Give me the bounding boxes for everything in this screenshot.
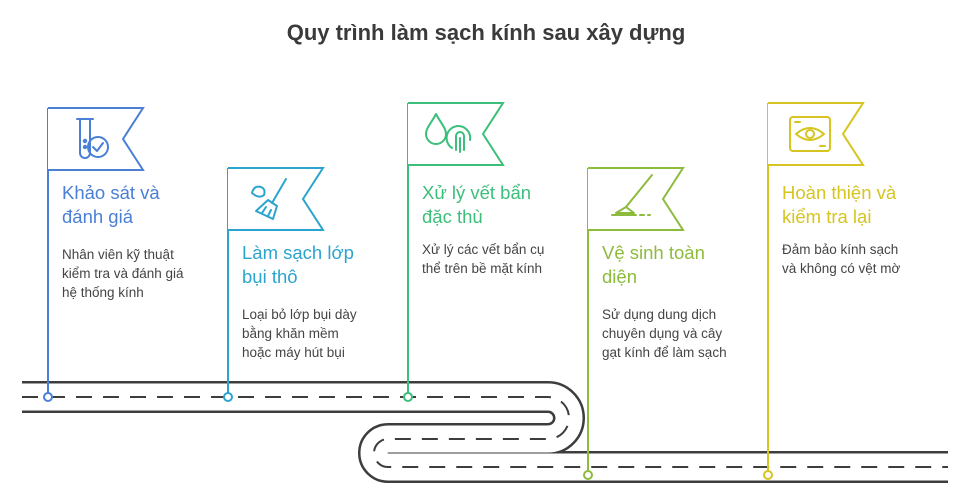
- step-title-line: diện: [602, 266, 637, 287]
- step-title-line: kiểm tra lại: [782, 206, 872, 227]
- step-description: Loại bỏ lớp bụi dày bằng khăn mềm hoặc máy…: [242, 305, 357, 362]
- step-title: Khảo sát và đánh giá: [62, 181, 160, 229]
- step-title-line: Làm sạch lớp: [242, 242, 354, 263]
- step-description-line: Loại bỏ lớp bụi dày: [242, 307, 357, 322]
- step-description-line: và không có vệt mờ: [782, 261, 901, 276]
- step-description-line: thể trên bề mặt kính: [422, 261, 543, 276]
- broom-dust-icon: [251, 178, 287, 220]
- step-description-line: Đảm bảo kính sạch: [782, 242, 899, 257]
- flag-pennant: [588, 167, 685, 231]
- step-title-line: đánh giá: [62, 206, 133, 227]
- step-title: Vệ sinh toàn diện: [602, 241, 705, 289]
- step-title-line: Hoàn thiện và: [782, 182, 897, 203]
- milestone-dot: [763, 470, 773, 480]
- eye-scan-icon: [789, 116, 831, 152]
- flag-pennant: [48, 107, 145, 171]
- step-description-line: Xử lý các vết bẩn cụ: [422, 242, 545, 257]
- step-description-line: Sử dụng dung dịch: [602, 307, 717, 322]
- step-title: Hoàn thiện và kiểm tra lại: [782, 181, 896, 229]
- step-description-line: chuyên dụng và cây: [602, 326, 723, 341]
- step-title-line: Khảo sát và: [62, 182, 160, 203]
- step-description-line: Nhân viên kỹ thuật: [62, 247, 174, 262]
- milestone-dot: [403, 392, 413, 402]
- step-description-line: bằng khăn mềm: [242, 326, 339, 341]
- milestone-dot: [43, 392, 53, 402]
- step-description: Nhân viên kỹ thuật kiểm tra và đánh giá hệ…: [62, 245, 184, 302]
- step-description: Đảm bảo kính sạch và không có vệt mờ: [782, 240, 900, 278]
- flag-pennant: [768, 102, 865, 166]
- step-description: Sử dụng dung dịch chuyên dụng và cây gạt k…: [602, 305, 727, 362]
- page-title: Quy trình làm sạch kính sau xây dựng: [286, 20, 686, 45]
- road-surface: [22, 383, 948, 481]
- drop-fingerprint-icon: [425, 113, 472, 153]
- step-description-line: hệ thống kính: [62, 285, 144, 300]
- test-tube-check-icon: [76, 118, 109, 159]
- step-title-line: Vệ sinh toàn: [602, 242, 705, 263]
- squeegee-icon: [611, 174, 653, 216]
- step-title-line: bụi thô: [242, 266, 298, 287]
- step-description-line: hoặc máy hút bụi: [242, 345, 345, 360]
- step-description-line: kiểm tra và đánh giá: [62, 266, 184, 281]
- step-title-line: Xử lý vết bẩn: [422, 182, 532, 203]
- step-title: Làm sạch lớp bụi thô: [242, 241, 354, 289]
- milestone-dot: [223, 392, 233, 402]
- step-description-line: gạt kính để làm sạch: [602, 345, 727, 360]
- flag-pennant: [228, 167, 325, 231]
- step-title-line: đặc thù: [422, 206, 483, 227]
- milestone-dot: [583, 470, 593, 480]
- step-description: Xử lý các vết bẩn cụ thể trên bề mặt kính: [422, 240, 544, 278]
- road-center-line: [22, 396, 948, 468]
- step-title: Xử lý vết bẩn đặc thù: [422, 181, 531, 229]
